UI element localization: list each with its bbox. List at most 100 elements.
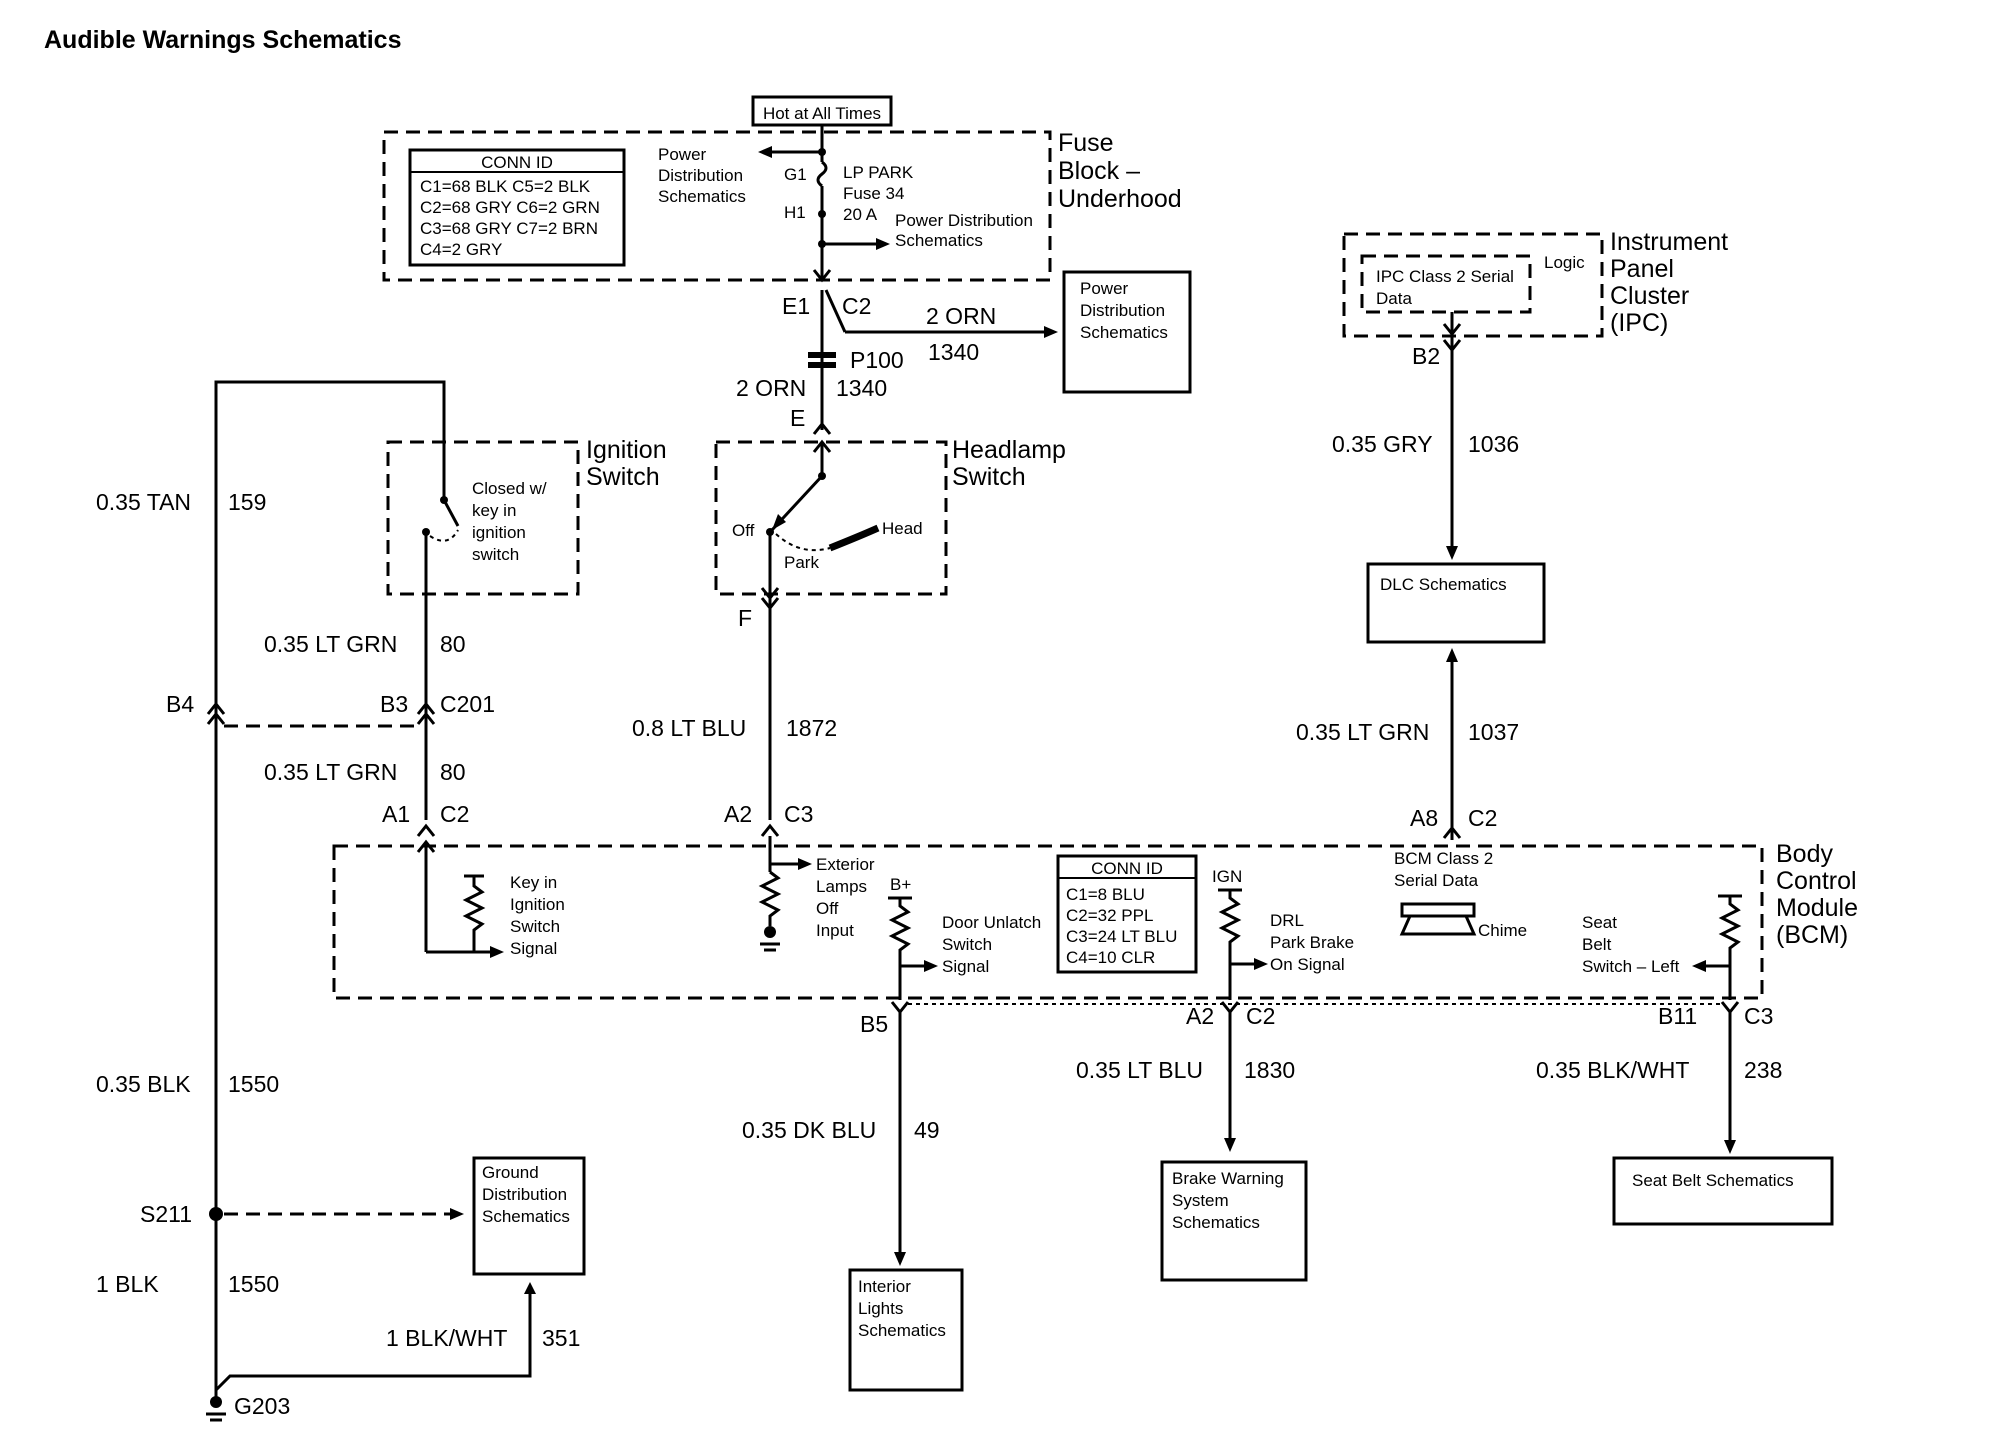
fuse-label: Fuse 34 xyxy=(843,184,904,203)
ground-distribution-label: Distribution xyxy=(482,1185,567,1204)
bcm-label: Module xyxy=(1776,894,1858,922)
bcm-ext-input: Input xyxy=(816,921,854,940)
b3-connector-icon xyxy=(416,701,436,715)
ignition-switch-contact xyxy=(442,499,460,527)
bcm-drl: Park Brake xyxy=(1270,933,1354,952)
ignition-switch-outline xyxy=(386,440,580,596)
brake-warning-box xyxy=(1160,1160,1308,1282)
ipc-inner-label: Data xyxy=(1376,289,1412,308)
bcm-seat: Switch – Left xyxy=(1582,957,1680,976)
bcm-chime: Chime xyxy=(1478,921,1527,940)
c2-label: C2 xyxy=(842,293,871,319)
wire-orn-top: 2 ORN xyxy=(926,303,996,329)
g203-ground-icon xyxy=(210,1396,222,1408)
wire-dk-blu: 0.35 DK BLU xyxy=(742,1117,876,1143)
c201-label: C201 xyxy=(440,691,495,717)
wire-lt-grn-ipc: 0.35 LT GRN xyxy=(1296,719,1429,745)
wire-1-blk-wht: 1 BLK/WHT xyxy=(386,1325,507,1351)
wire-1830: 1830 xyxy=(1244,1057,1295,1083)
wire-blk-wht: 0.35 BLK/WHT xyxy=(1536,1057,1689,1083)
g1-arrow-icon xyxy=(758,146,772,158)
e-label: E xyxy=(790,405,805,431)
pds-left-label: Distribution xyxy=(658,166,743,185)
wire-1340-top: 1340 xyxy=(928,339,979,365)
bcm-conn-id-row: C1=8 BLU xyxy=(1066,885,1145,904)
c2-bottom-label: C2 xyxy=(1246,1003,1275,1029)
wire-159: 159 xyxy=(228,489,266,515)
p100-connector-icon xyxy=(808,352,836,358)
bcm-door-signal: Signal xyxy=(942,957,989,976)
a1-label: A1 xyxy=(382,801,410,827)
wire-1-blk: 1 BLK xyxy=(96,1271,159,1297)
headlamp-label-2: Switch xyxy=(952,463,1026,491)
pds-box xyxy=(1062,270,1192,394)
wire-tan: 0.35 TAN xyxy=(96,489,191,515)
brake-warning-label: Brake Warning xyxy=(1172,1169,1284,1188)
headlamp-switch-outline xyxy=(714,440,948,596)
f-label: F xyxy=(738,605,752,631)
ipc-label: Instrument xyxy=(1610,228,1728,256)
fuse-conn-id-row: C2=68 GRY C6=2 GRN xyxy=(420,198,600,217)
bcm-drl: On Signal xyxy=(1270,955,1345,974)
bcm-conn-id-row: C4=10 CLR xyxy=(1066,948,1155,967)
bcm-conn-id-row: C3=24 LT BLU xyxy=(1066,927,1177,946)
bcm-seat: Belt xyxy=(1582,935,1612,954)
c2-ign-label: C2 xyxy=(440,801,469,827)
headlamp-head-contact xyxy=(828,524,880,552)
hot-at-all-times-label: Hot at All Times xyxy=(763,104,881,123)
bcm-serial: Serial Data xyxy=(1394,871,1479,890)
e1-connector-icon xyxy=(812,269,832,283)
wire-lt-grn-2: 0.35 LT GRN xyxy=(264,759,397,785)
orn-arrow-icon xyxy=(1044,326,1058,338)
bcm-key-signal: Ignition xyxy=(510,895,565,914)
diagram-title: Audible Warnings Schematics xyxy=(44,26,401,54)
pds-left-label: Schematics xyxy=(658,187,746,206)
a2-label: A2 xyxy=(724,801,752,827)
tan-159-wire xyxy=(214,380,446,1250)
c2-ipc-label: C2 xyxy=(1468,805,1497,831)
wire-49: 49 xyxy=(914,1117,940,1143)
interior-lights-label: Lights xyxy=(858,1299,903,1318)
bcm-ign: IGN xyxy=(1212,867,1242,886)
c3-bottom-label: C3 xyxy=(1744,1003,1773,1029)
wire-1036: 1036 xyxy=(1468,431,1519,457)
bcm-key-signal: Key in xyxy=(510,873,557,892)
exterior-lamps-resistor-icon xyxy=(758,870,782,926)
s211-label: S211 xyxy=(140,1201,192,1227)
fuse-block-label-1: Fuse xyxy=(1058,129,1114,157)
wire-351: 351 xyxy=(542,1325,580,1351)
c3-label: C3 xyxy=(784,801,813,827)
a2-bottom-label: A2 xyxy=(1186,1003,1214,1029)
interior-lights-label: Interior xyxy=(858,1277,911,1296)
ignition-note: ignition xyxy=(472,523,526,542)
ground-distribution-box xyxy=(472,1156,586,1276)
ignition-note: key in xyxy=(472,501,516,520)
fuse-conn-id-row: C1=68 BLK C5=2 BLK xyxy=(420,177,591,196)
b4-connector-icon xyxy=(206,701,226,715)
wire-1340: 1340 xyxy=(836,375,887,401)
ipc-outline xyxy=(1342,232,1604,338)
b5-label: B5 xyxy=(860,1011,888,1037)
bcm-conn-id-row: C2=32 PPL xyxy=(1066,906,1153,925)
ground-distribution-label: Schematics xyxy=(482,1207,570,1226)
wire-1037: 1037 xyxy=(1468,719,1519,745)
ignition-note: switch xyxy=(472,545,519,564)
wire-gry: 0.35 GRY xyxy=(1332,431,1433,457)
ipc-inner-label: IPC Class 2 Serial xyxy=(1376,267,1514,286)
bcm-label: (BCM) xyxy=(1776,921,1848,949)
fuse-label: 20 A xyxy=(843,205,878,224)
brake-warning-label: Schematics xyxy=(1172,1213,1260,1232)
ignition-label-1: Ignition xyxy=(586,436,667,464)
seat-belt-box xyxy=(1612,1156,1834,1226)
bcm-ext-input: Lamps xyxy=(816,877,867,896)
bcm-bplus: B+ xyxy=(890,875,911,894)
fuse-block-label-2: Block – xyxy=(1058,157,1140,185)
bcm-key-signal: Signal xyxy=(510,939,557,958)
bcm-drl: DRL xyxy=(1270,911,1304,930)
bcm-conn-id-box xyxy=(1056,854,1198,974)
ipc-label: Panel xyxy=(1610,255,1674,283)
a8-label: A8 xyxy=(1410,805,1438,831)
wire-238: 238 xyxy=(1744,1057,1782,1083)
